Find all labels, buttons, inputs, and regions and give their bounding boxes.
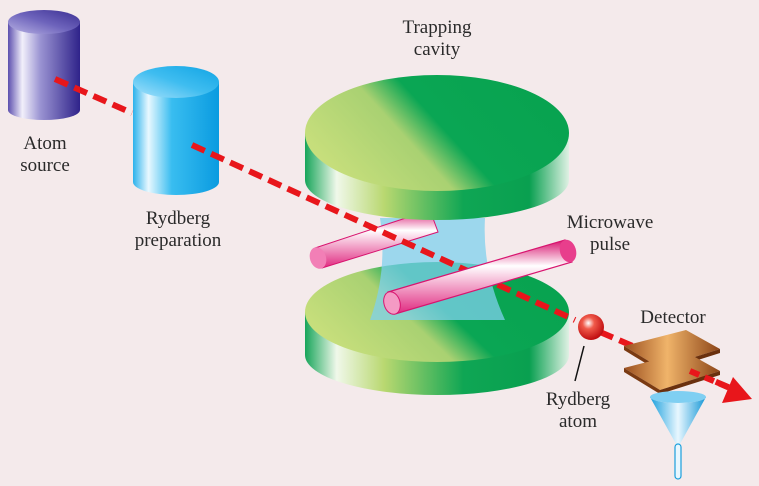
label-rydberg-preparation-line1: Rydberg: [145, 208, 211, 229]
cavity-mirror-top: [305, 75, 569, 220]
microwave-pulse-rod-back: [309, 209, 439, 269]
atom-source-cylinder: [8, 10, 80, 120]
label-rydberg-atom-line2: atom: [559, 411, 597, 432]
beam-arrowhead-icon: [722, 377, 752, 403]
detector-funnel: [650, 391, 706, 480]
rydberg-atom-pointer: [574, 345, 585, 382]
label-trapping-cavity-line2: cavity: [413, 39, 461, 60]
detector-plates: [624, 330, 720, 394]
label-detector-line1: Detector: [640, 307, 706, 328]
label-trapping-cavity: Trapping cavity: [387, 17, 487, 61]
microwave-pulse-rod-front: [383, 239, 577, 315]
atom-beam-segment-4: [688, 368, 732, 391]
label-rydberg-preparation: Rydberg preparation: [128, 208, 228, 252]
label-rydberg-atom-line1: Rydberg: [545, 389, 611, 410]
rydberg-preparation-cylinder: [133, 66, 219, 195]
label-atom-source-line1: Atom: [23, 133, 67, 154]
label-atom-source: Atom source: [10, 133, 80, 177]
label-atom-source-line2: source: [20, 155, 70, 176]
label-microwave-pulse: Microwave pulse: [560, 212, 660, 256]
atom-beam-segment-2: [190, 142, 577, 323]
label-microwave-pulse-line2: pulse: [589, 234, 631, 255]
atom-beam-segment-1: [53, 76, 134, 116]
label-microwave-pulse-line1: Microwave: [566, 212, 654, 233]
label-detector: Detector: [628, 307, 718, 329]
rydberg-atom-sphere: [574, 314, 604, 382]
label-rydberg-atom: Rydberg atom: [538, 389, 618, 433]
label-rydberg-preparation-line2: preparation: [134, 230, 222, 251]
label-trapping-cavity-line1: Trapping: [402, 17, 472, 38]
